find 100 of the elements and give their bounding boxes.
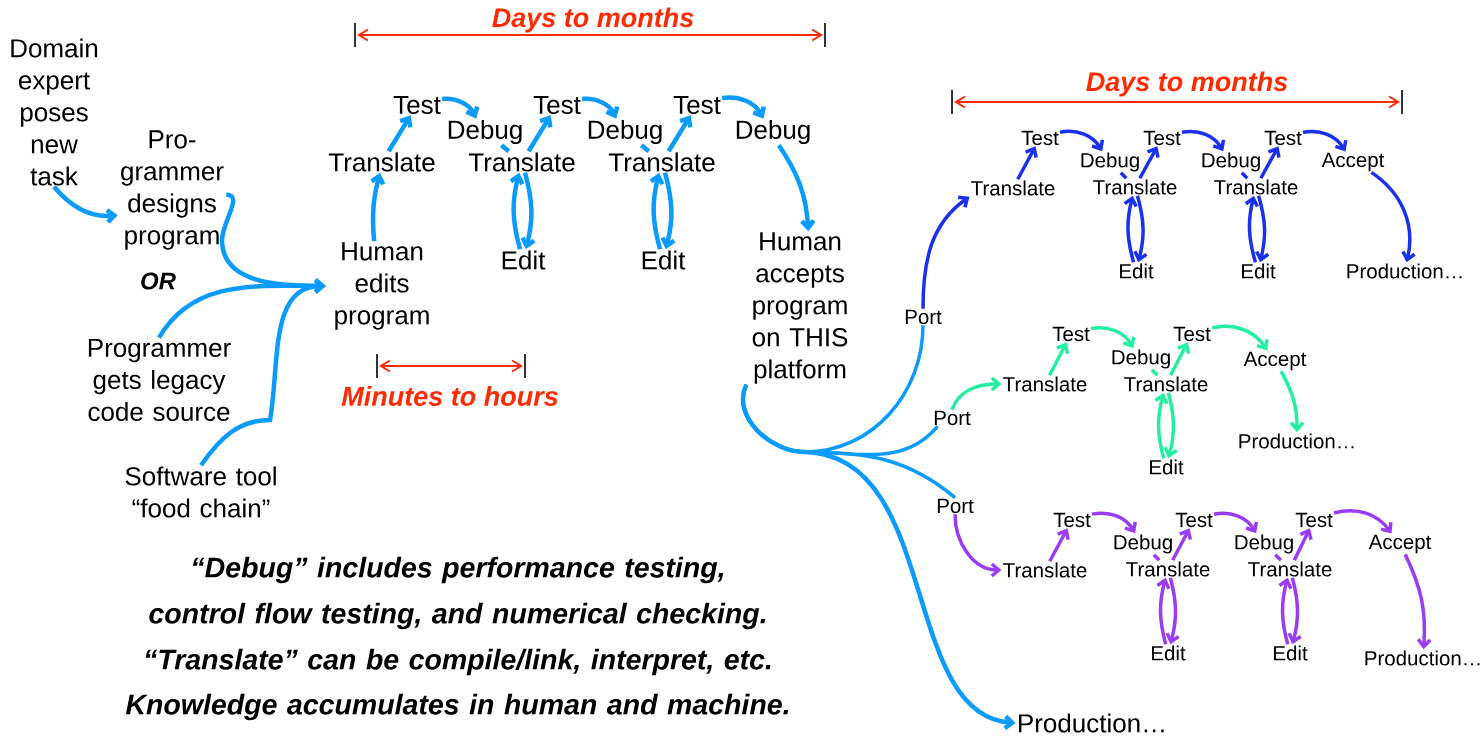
step-label: Translate xyxy=(1248,561,1332,577)
step-label: Test xyxy=(1295,512,1333,528)
arrow xyxy=(1333,509,1393,534)
arrow xyxy=(1292,528,1313,562)
arrow xyxy=(386,115,413,153)
arrow xyxy=(1287,577,1302,645)
connector-line xyxy=(1152,553,1161,562)
arrow xyxy=(1156,577,1171,645)
arrow xyxy=(52,185,118,224)
arrow xyxy=(953,514,1002,578)
or-label: OR xyxy=(141,272,176,290)
step-label: Human edits program xyxy=(335,242,429,330)
step-label: Human accepts program on THIS platform xyxy=(752,232,848,384)
arrow xyxy=(666,115,693,153)
step-label: Translate xyxy=(1093,179,1177,195)
step-label: Test xyxy=(533,95,581,115)
step-label: Port xyxy=(905,309,942,325)
arrow xyxy=(1302,129,1348,152)
step-label: Debug xyxy=(1081,152,1139,172)
step-label: Test xyxy=(393,95,441,115)
arrow xyxy=(1133,195,1148,263)
arrow xyxy=(1169,342,1191,377)
step-label: Accept xyxy=(1243,351,1307,371)
duration-label: Days to months xyxy=(1086,71,1288,97)
step-label: Translate xyxy=(1126,561,1210,577)
step-label: Production… xyxy=(1365,650,1480,666)
step-label: Programmer gets legacy code source xyxy=(88,338,231,422)
step-label: Production… xyxy=(1019,713,1164,733)
duration-label: Minutes to hours xyxy=(341,386,558,406)
step-label: Debug xyxy=(1114,534,1172,554)
arrow xyxy=(1090,326,1136,349)
step-label: Test xyxy=(1173,326,1211,342)
note-text: “Translate” can be compile/link, interpret, etc. xyxy=(145,648,771,676)
arrow xyxy=(1016,146,1038,181)
arrow xyxy=(921,195,970,309)
arrow xyxy=(649,172,665,250)
arrow xyxy=(1279,370,1305,433)
step-label: Accept xyxy=(1368,534,1432,554)
step-label: Edit xyxy=(502,250,546,270)
arrow xyxy=(1154,392,1169,459)
arrow xyxy=(1048,342,1070,377)
step-label: Port xyxy=(934,410,971,426)
step-label: Debug xyxy=(1235,534,1293,554)
arrow xyxy=(526,115,553,153)
step-label: Edit xyxy=(1274,645,1308,661)
connector-line xyxy=(1274,553,1283,562)
arrow xyxy=(777,144,816,232)
step-label: Edit xyxy=(1242,263,1276,279)
arrow xyxy=(441,96,480,119)
arrow xyxy=(370,172,386,242)
step-label: Translate xyxy=(1214,179,1298,195)
note-text: “Debug” includes performance testing, control flow testing, and numerical checking. xyxy=(149,556,766,630)
arrow xyxy=(1048,528,1070,563)
arrow xyxy=(199,278,326,467)
step-label: Test xyxy=(1053,512,1091,528)
step-label: Translate xyxy=(1003,376,1087,392)
note-text: Knowledge accumulates in human and machine. xyxy=(125,693,789,721)
step-label: Edit xyxy=(1150,459,1184,475)
step-label: Edit xyxy=(1120,263,1154,279)
arrow xyxy=(1259,146,1281,180)
step-label: Software tool “food chain” xyxy=(125,466,276,518)
arrow xyxy=(1165,577,1180,645)
step-label: Test xyxy=(1143,130,1181,146)
arrow xyxy=(1244,195,1259,263)
step-label: Test xyxy=(1175,512,1213,528)
step-label: Debug xyxy=(1112,349,1170,369)
step-label: Domain expert poses new task xyxy=(11,38,98,186)
connector-line xyxy=(640,143,651,153)
arrow xyxy=(1211,324,1269,351)
connector-line xyxy=(1119,171,1128,180)
arrow xyxy=(1181,129,1226,152)
step-label: Test xyxy=(1021,130,1059,146)
arrow xyxy=(520,172,536,250)
step-label: Translate xyxy=(608,152,715,172)
step-label: Edit xyxy=(1152,645,1186,661)
arrow xyxy=(1163,392,1178,459)
arrow xyxy=(950,376,1002,411)
step-label: Debug xyxy=(588,119,662,145)
step-label: Edit xyxy=(642,250,686,270)
step-label: Debug xyxy=(1202,152,1260,172)
step-label: Accept xyxy=(1321,152,1385,172)
arrow xyxy=(740,384,1016,731)
step-label: Production… xyxy=(1239,433,1354,449)
step-label: Debug xyxy=(448,119,522,145)
arrow xyxy=(1123,195,1138,263)
duration-label: Days to months xyxy=(492,7,694,33)
step-label: Test xyxy=(1052,326,1090,342)
arrow xyxy=(721,95,766,119)
arrow xyxy=(581,96,620,119)
arrow xyxy=(1138,146,1160,180)
arrow xyxy=(509,172,525,250)
connector-line xyxy=(1240,171,1249,180)
step-label: Translate xyxy=(971,180,1055,196)
step-label: Translate xyxy=(1003,562,1087,578)
arrow xyxy=(1403,553,1432,650)
arrow xyxy=(1370,170,1416,263)
step-label: Test xyxy=(673,95,721,115)
step-label: Translate xyxy=(328,152,435,172)
step-label: Port xyxy=(937,498,974,514)
arrow xyxy=(660,172,676,250)
